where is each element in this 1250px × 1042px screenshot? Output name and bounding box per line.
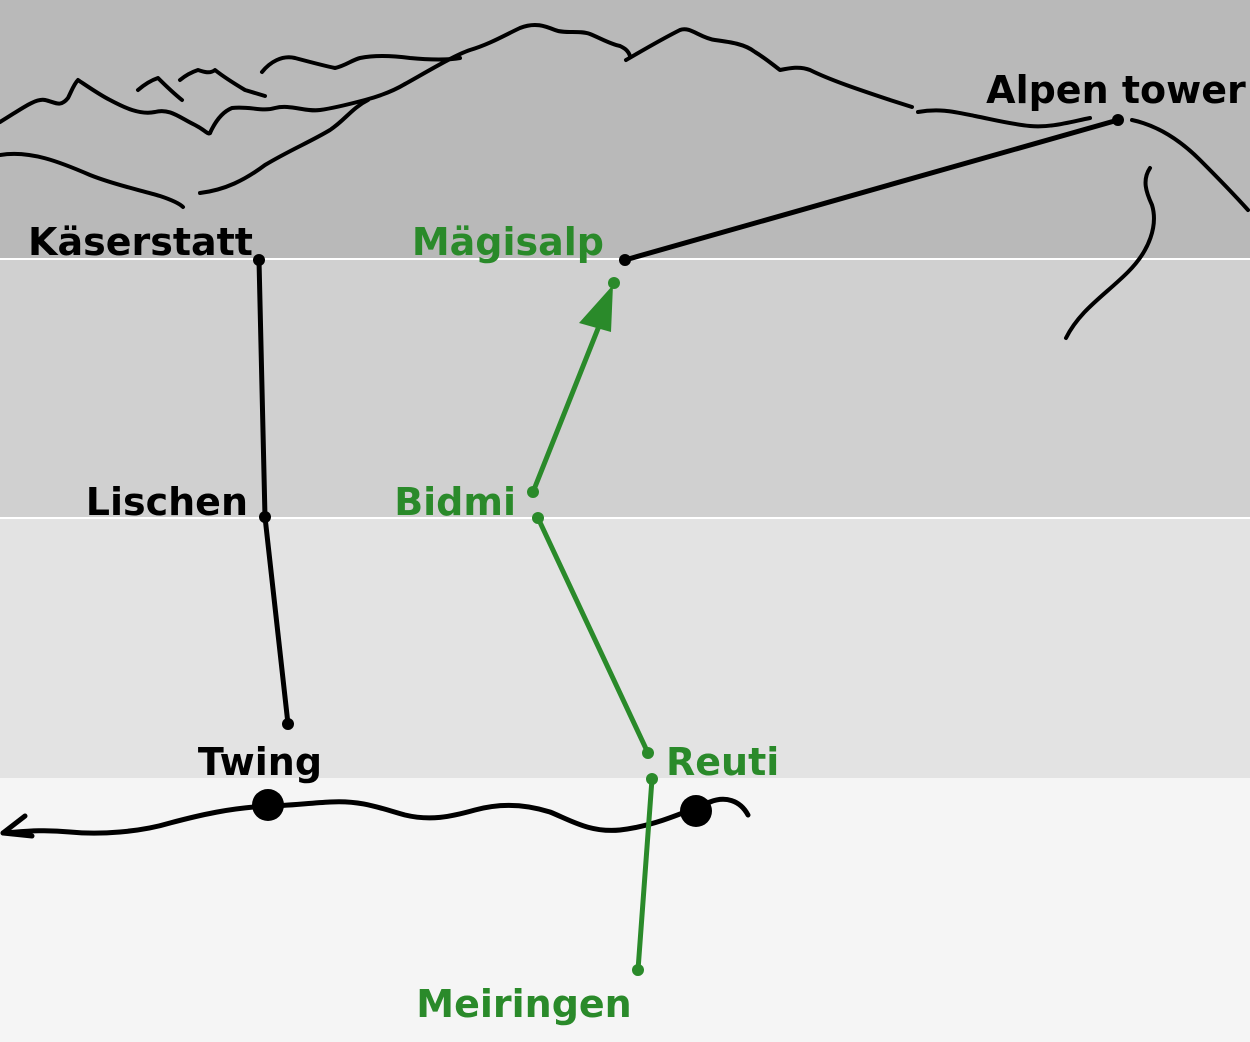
green-route — [530, 313, 655, 973]
mountain-sketch — [0, 22, 1250, 340]
direction-arrowhead — [579, 285, 613, 332]
cable-line-maegisalp-alpen-tower — [622, 117, 1121, 263]
station-point-maegisalp-green — [608, 277, 620, 289]
station-point-lischen — [259, 511, 271, 523]
station-point-reuti-lower — [646, 773, 658, 785]
station-label-maegisalp: Mägisalp — [412, 220, 604, 264]
cable-line-lischen-twing — [262, 514, 291, 727]
cable-line-bidmi-reuti — [535, 515, 651, 756]
station-point-maegisalp — [619, 254, 631, 266]
band-lower-middle — [0, 518, 1250, 778]
station-label-bidmi: Bidmi — [394, 480, 516, 524]
cable-line-reuti-meiringen — [635, 776, 655, 973]
band-bottom — [0, 778, 1250, 1042]
station-label-lischen: Lischen — [86, 480, 248, 524]
river — [0, 796, 751, 839]
cable-line-kaeserstatt-lischen — [256, 257, 268, 520]
station-point-bidmi-upper — [527, 486, 539, 498]
band-top — [0, 0, 1250, 259]
station-point-twing — [282, 718, 294, 730]
station-point-meiringen — [632, 964, 644, 976]
station-point-kaeserstatt — [253, 254, 265, 266]
station-point-alpen-tower — [1112, 114, 1124, 126]
band-upper-middle — [0, 259, 1250, 518]
station-label-twing: Twing — [198, 740, 322, 784]
river-station-marker — [680, 795, 712, 827]
black-route — [256, 117, 1121, 727]
station-label-meiringen: Meiringen — [416, 982, 631, 1026]
river-station-marker — [252, 789, 284, 821]
station-label-kaeserstatt: Käserstatt — [28, 220, 253, 264]
station-point-reuti-upper — [642, 747, 654, 759]
cable-line-bidmi-maegisalp — [530, 313, 606, 495]
station-label-alpen-tower: Alpen tower — [986, 68, 1246, 112]
station-point-bidmi-lower — [532, 512, 544, 524]
station-label-reuti: Reuti — [666, 740, 779, 784]
